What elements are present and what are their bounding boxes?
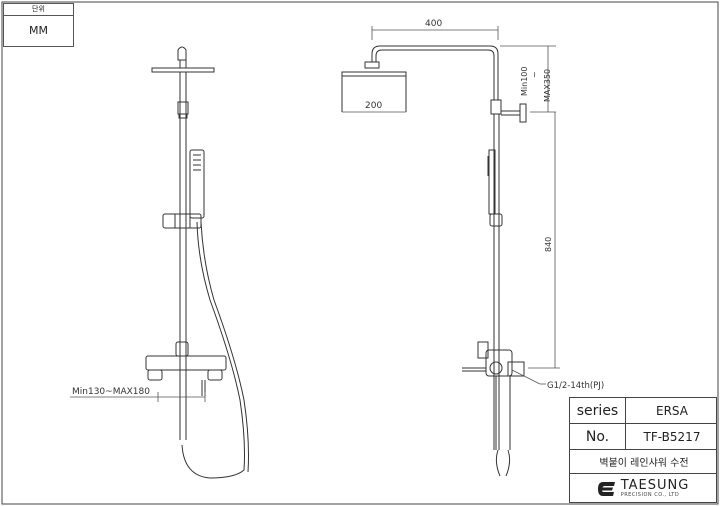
series-label: series bbox=[570, 398, 626, 423]
dim-left-range: Min130~MAX180 bbox=[72, 387, 150, 397]
series-row: series ERSA bbox=[570, 398, 716, 424]
number-value: TF-B5217 bbox=[643, 429, 701, 444]
side-hose bbox=[495, 449, 501, 477]
dim-head-width: 200 bbox=[365, 101, 382, 111]
dim-top-arm: 400 bbox=[425, 19, 442, 29]
company-logo-icon bbox=[597, 482, 615, 496]
unit-label: 단위 bbox=[4, 4, 73, 16]
dim-rail-length: 840 bbox=[544, 237, 553, 252]
number-row: No. TF-B5217 bbox=[570, 424, 716, 450]
rain-head bbox=[341, 71, 407, 77]
side-dimensions bbox=[342, 26, 560, 385]
company-subtitle: PRECISION CO., LTD bbox=[620, 492, 680, 498]
hand-shower bbox=[189, 149, 205, 219]
title-block: series ERSA No. TF-B5217 벽붙이 레인샤워 수전 TAE… bbox=[569, 397, 717, 503]
product-name: 벽붙이 레인샤워 수전 bbox=[599, 458, 689, 469]
side-view bbox=[341, 45, 527, 477]
side-joint bbox=[490, 99, 502, 115]
company-name: TAESUNG bbox=[620, 478, 690, 493]
number-label: No. bbox=[570, 424, 626, 449]
mixer-body bbox=[145, 355, 227, 371]
series-value: ERSA bbox=[656, 403, 688, 418]
unit-value: MM bbox=[29, 24, 48, 37]
dim-thread: G1/2-14th(PJ) bbox=[547, 381, 604, 391]
mixer-side bbox=[485, 349, 513, 377]
overhead-arm bbox=[371, 45, 499, 100]
unit-box: 단위 MM bbox=[3, 3, 74, 47]
dim-arm-tilde: ~ bbox=[530, 71, 539, 78]
slide-holder bbox=[162, 213, 202, 229]
front-dimension bbox=[70, 392, 206, 402]
dim-arm-min: Min100 bbox=[520, 67, 529, 96]
company-logo: TAESUNG PRECISION CO., LTD bbox=[570, 474, 716, 504]
shower-hose bbox=[181, 221, 245, 479]
front-view bbox=[145, 46, 249, 479]
dim-arm-max: MAX350 bbox=[543, 69, 552, 102]
head-connector bbox=[177, 46, 187, 61]
product-row: 벽붙이 레인샤워 수전 bbox=[570, 450, 716, 474]
